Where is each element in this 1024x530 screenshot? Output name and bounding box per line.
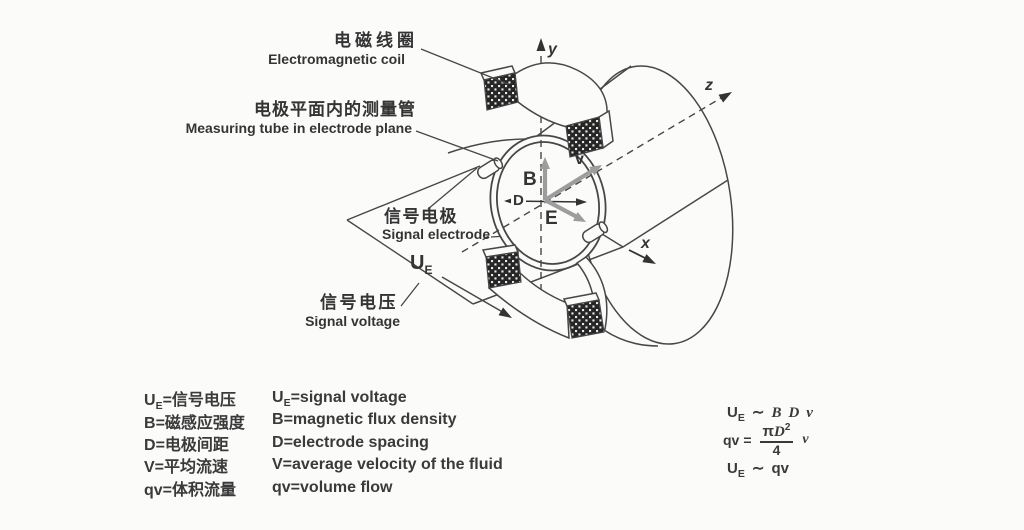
lower-coil-pole-right <box>566 299 605 339</box>
ue-symbol: U <box>410 252 425 274</box>
electromagnetic-coil-en: Electromagnetic coil <box>268 50 405 67</box>
legend-row-v: V=平均流速 V=average velocity of the fluid <box>144 456 503 477</box>
lower-coil <box>481 244 608 340</box>
formula-qv-volume-flow: qv= πD2 4 v <box>723 422 809 458</box>
legend-row-b: B=磁感应强度 B=magnetic flux density <box>144 411 457 432</box>
legend: UE=信号电压 UE=signal voltage B=磁感应强度 B=magn… <box>144 388 503 500</box>
formula-ue-proportional-qv: UE∼qv <box>727 460 789 480</box>
tube-label-leader <box>415 130 499 162</box>
legend-row-ue: UE=信号电压 UE=signal voltage <box>144 389 407 413</box>
z-axis-arrowhead <box>718 92 732 103</box>
signal-voltage-en: Signal voltage <box>305 312 400 329</box>
measuring-tube-en: Measuring tube in electrode plane <box>185 119 412 136</box>
label-measuring-tube: 电极平面内的测量管 Measuring tube in electrode pl… <box>140 100 416 136</box>
signal-electrode-cn: 信号电极 <box>384 207 458 226</box>
vectors <box>540 157 602 222</box>
upper-coil-pole-left <box>483 72 519 111</box>
label-electromagnetic-coil: 电磁线圈 Electromagnetic coil <box>180 31 418 67</box>
pipe-bottom-outline <box>603 329 659 347</box>
v-vector-label: v <box>575 151 584 168</box>
signal-voltage-cn: 信号电压 <box>320 293 398 312</box>
electromagnetic-coil-cn: 电磁线圈 <box>334 31 418 50</box>
coil-label-leader <box>420 48 509 85</box>
z-axis-dashed-line <box>461 94 727 253</box>
b-vector-label: B <box>523 169 537 190</box>
legend-row-d: D=电极间距 D=electrode spacing <box>144 433 429 454</box>
v-vector-arrow <box>543 167 597 202</box>
signal-voltage-leader <box>400 282 420 307</box>
e-vector-arrow <box>544 198 580 220</box>
signal-electrode-leader-upper <box>427 167 478 210</box>
lower-electrode <box>581 221 609 244</box>
y-axis-label: y <box>548 41 557 58</box>
d-spacing-label: D <box>511 192 526 210</box>
x-axis-label: x <box>641 235 650 252</box>
signal-electrode-en: Signal electrode <box>382 226 491 242</box>
ue-wire-arrow <box>441 276 512 318</box>
z-axis-label: z <box>705 77 713 94</box>
upper-coil <box>479 62 614 158</box>
lower-coil-pole-left <box>485 251 522 289</box>
ue-subscript: E <box>424 263 433 277</box>
leader-lines <box>400 48 509 307</box>
signal-voltage-symbol: UE <box>410 252 432 278</box>
upper-coil-pole-right <box>565 116 604 158</box>
fraction: πD2 4 <box>759 422 794 458</box>
legend-row-qv: qv=体积流量 qv=volume flow <box>144 478 393 499</box>
x-axis-arrow <box>628 249 656 264</box>
e-vector-label: E <box>545 208 558 229</box>
y-axis-arrowhead <box>536 38 546 51</box>
label-signal-voltage: 信号电压 Signal voltage <box>250 293 400 329</box>
measuring-tube-cn: 电极平面内的测量管 <box>254 100 416 119</box>
